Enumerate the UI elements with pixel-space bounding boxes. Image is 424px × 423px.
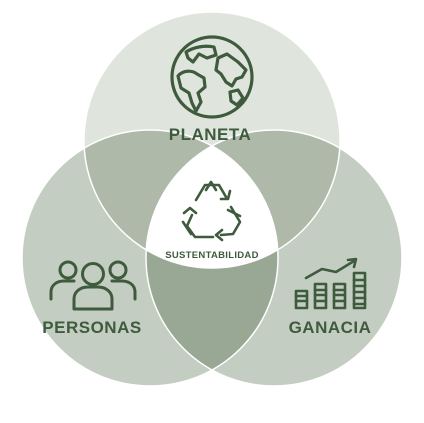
globe-icon bbox=[170, 35, 254, 119]
label-personas: PERSONAS bbox=[42, 318, 141, 337]
people-icon bbox=[49, 260, 137, 311]
border-personas bbox=[21, 129, 279, 387]
label-sustentabilidad: SUSTENTABILIDAD bbox=[165, 250, 259, 261]
border-planeta bbox=[83, 11, 341, 269]
growth-chart-icon bbox=[294, 257, 367, 310]
label-planeta: PLANETA bbox=[169, 125, 252, 144]
border-ganancia bbox=[145, 129, 403, 387]
recycle-icon bbox=[181, 180, 242, 242]
label-ganancia: GANACIA bbox=[289, 318, 372, 337]
